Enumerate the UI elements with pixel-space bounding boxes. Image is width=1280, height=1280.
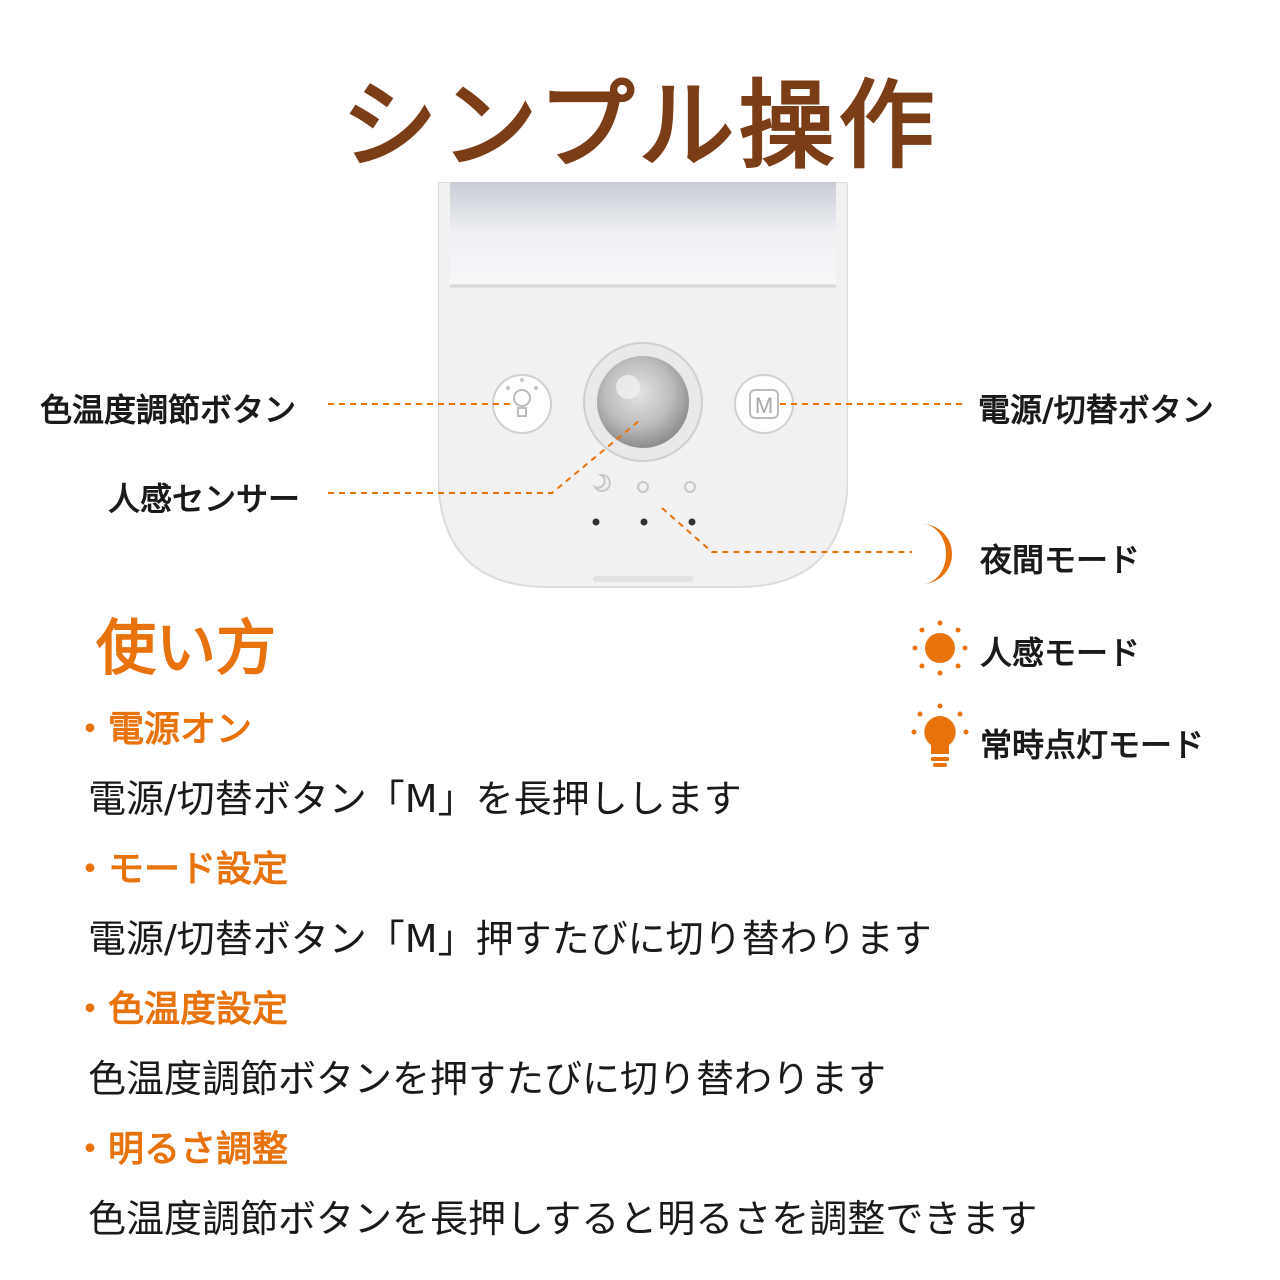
step-heading-mode: ・モード設定 [72, 849, 289, 890]
power-switch-button[interactable]: M [734, 374, 794, 434]
step-desc-color-temp: 色温度調節ボタンを押すたびに切り替わります [88, 1057, 887, 1101]
indicator-dot-night [592, 518, 600, 526]
moon-icon [922, 524, 952, 584]
usage-title: 使い方 [96, 614, 276, 684]
indicator-dot-sensor [640, 518, 648, 526]
mode-label-sensor: 人感モード [980, 634, 1141, 672]
step-desc-mode: 電源/切替ボタン「M」押すたびに切り替わります [88, 917, 932, 961]
step-heading-brightness: ・明るさ調整 [72, 1129, 289, 1170]
m-button-letter: M [755, 393, 773, 418]
color-temp-button-label: 色温度調節ボタン [40, 391, 297, 429]
mode-label-night: 夜間モード [980, 541, 1141, 579]
page-title: シンプル操作 [341, 70, 939, 182]
indicator-dot-always-on [688, 518, 696, 526]
sun-icon [912, 620, 968, 676]
device-illustration: M [438, 182, 848, 588]
motion-sensor-label: 人感センサー [108, 480, 301, 518]
color-temp-button[interactable] [492, 374, 552, 434]
motion-sensor-dome [583, 342, 703, 462]
power-button-label: 電源/切替ボタン [978, 391, 1214, 429]
step-desc-brightness: 色温度調節ボタンを長押しすると明るさを調整できます [88, 1197, 1038, 1241]
bulb-icon [911, 703, 969, 767]
step-heading-power-on: ・電源オン [72, 709, 253, 750]
step-desc-power-on: 電源/切替ボタン「M」を長押しします [88, 777, 742, 821]
step-heading-color-temp: ・色温度設定 [72, 989, 289, 1030]
mode-label-always-on: 常時点灯モード [980, 726, 1205, 764]
